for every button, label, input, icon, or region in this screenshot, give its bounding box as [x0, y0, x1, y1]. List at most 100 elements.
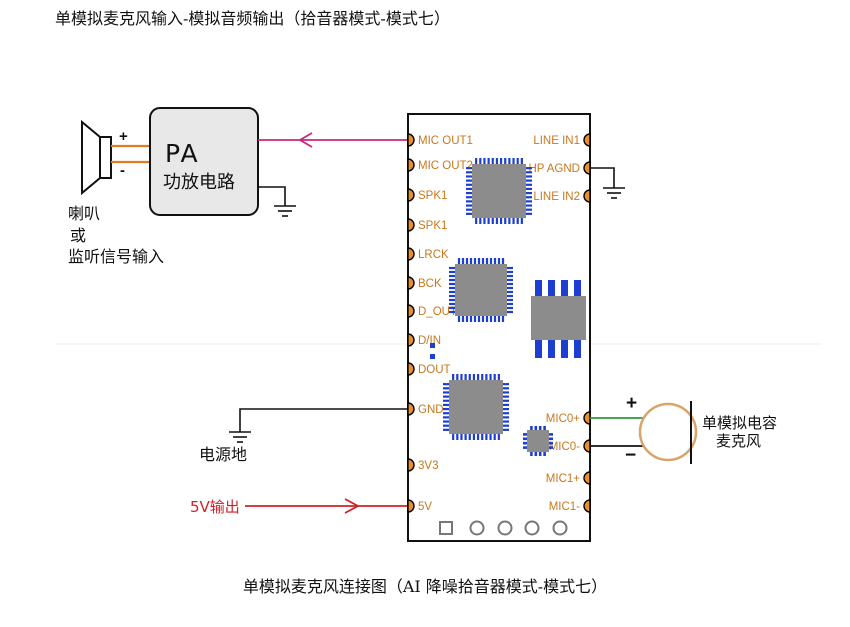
- chip-pin: [501, 258, 505, 264]
- chip-pin: [456, 374, 459, 380]
- chip-pin: [503, 395, 509, 398]
- page-heading: 单模拟麦克风输入-模拟音频输出（拾音器模式-模式七）: [55, 9, 450, 28]
- chip-pin: [466, 187, 472, 191]
- chip-pin: [469, 258, 473, 264]
- chip-pin: [443, 428, 449, 431]
- chip-pin: [507, 294, 513, 298]
- chip-pin: [466, 212, 472, 215]
- chip-pin: [461, 316, 465, 322]
- right-pin-mic0-minus: MIC0-: [549, 439, 591, 453]
- chip-pin: [526, 200, 532, 203]
- chip-pin: [503, 399, 509, 402]
- chip-pin: [443, 383, 449, 386]
- figure-caption: 单模拟麦克风连接图（AI 降噪拾音器模式-模式七）: [243, 577, 607, 596]
- chip-pin: [465, 316, 469, 322]
- chip-pin: [493, 434, 496, 440]
- pin-label: HP AGND: [528, 163, 580, 175]
- pa-ground-symbol: [258, 186, 296, 217]
- chip-pin: [464, 374, 467, 380]
- chip-pin: [443, 391, 449, 394]
- chip-pin: [466, 208, 472, 211]
- chip-pin: [489, 316, 493, 322]
- pin-label: BCK: [418, 278, 442, 290]
- chip-pin: [508, 158, 511, 164]
- chip-pin: [466, 167, 472, 170]
- chip-pin: [507, 290, 513, 294]
- chip-pin: [443, 399, 449, 402]
- chip-pin: [485, 258, 489, 264]
- chip-pin: [543, 452, 546, 456]
- chip-pin: [452, 374, 455, 380]
- chip-pin: [507, 266, 513, 270]
- chip-pin: [526, 204, 532, 207]
- chip-pin: [457, 316, 461, 322]
- chip-pin: [508, 218, 511, 224]
- chip-pin: [487, 158, 490, 164]
- chip-pin: [491, 158, 494, 164]
- chip-pin: [461, 258, 465, 264]
- left-pin-d-out: D_OUT: [407, 304, 457, 318]
- chip-pin: [530, 452, 533, 456]
- chip-pin: [512, 158, 515, 164]
- left-pin-5v: 5V: [407, 499, 432, 513]
- chip-pin: [503, 420, 509, 423]
- pin-label: D/IN: [418, 335, 441, 347]
- chip-pin: [483, 158, 486, 164]
- chip-pin: [538, 426, 542, 430]
- pin-label: LINE IN2: [533, 191, 580, 203]
- chip-pin: [534, 452, 538, 456]
- speaker-plus-sign: +: [119, 128, 128, 145]
- speaker-minus-sign: -: [120, 162, 125, 179]
- chip-pin: [489, 434, 492, 440]
- chip-pin: [487, 218, 490, 224]
- chip-pin: [477, 316, 481, 322]
- chip-pin: [526, 167, 532, 170]
- chip-pin: [491, 218, 494, 224]
- right-pin-mic1-plus: MIC1+: [546, 471, 591, 485]
- pin-label: SPK1: [418, 220, 447, 232]
- chip-pin: [481, 434, 484, 440]
- chip-pin: [497, 316, 501, 322]
- chip-pin: [497, 434, 500, 440]
- mic-label-line-1: 单模拟电容: [702, 414, 777, 432]
- chip-pin: [526, 183, 532, 186]
- chip-pin: [449, 274, 455, 278]
- blue-dot-markers: [430, 343, 435, 359]
- chip-pin: [460, 434, 463, 440]
- chip-pin: [499, 218, 503, 224]
- chip-pin: [477, 258, 481, 264]
- chip-pin: [485, 374, 488, 380]
- chip-pin: [449, 290, 455, 294]
- chip-pin: [503, 428, 509, 431]
- chip-pin: [472, 434, 476, 440]
- left-pin-dout: DOUT: [407, 362, 451, 376]
- chip-pin: [489, 374, 492, 380]
- chip-pin: [516, 158, 519, 164]
- chip-pin: [479, 158, 482, 164]
- chip-pin: [523, 441, 527, 445]
- chip-pin: [443, 412, 449, 415]
- right-pin-hp-agnd: HP AGND: [528, 161, 591, 175]
- chip-pin: [449, 294, 455, 298]
- chip-pin: [507, 306, 513, 310]
- chip-pin: [523, 437, 527, 441]
- pin-label: DOUT: [418, 364, 451, 376]
- chip-pin: [457, 258, 461, 264]
- chip-pin: [466, 191, 472, 195]
- left-pin-spk1-a: SPK1: [407, 188, 447, 202]
- chip-pin: [466, 171, 472, 174]
- chip-pin: [476, 434, 480, 440]
- chip-pin: [526, 208, 532, 211]
- chip-pin: [472, 374, 476, 380]
- chip-pin: [443, 416, 449, 419]
- pa-title: PA: [165, 139, 200, 168]
- chip-pin: [452, 434, 455, 440]
- chip-pin: [549, 446, 553, 449]
- mic-label-line-2: 麦克风: [716, 432, 761, 450]
- chip-pin: [503, 383, 509, 386]
- chip-pin: [443, 420, 449, 423]
- pin-label: MIC OUT2: [418, 160, 473, 172]
- header-holes: [439, 520, 568, 536]
- chip-pin: [449, 282, 455, 286]
